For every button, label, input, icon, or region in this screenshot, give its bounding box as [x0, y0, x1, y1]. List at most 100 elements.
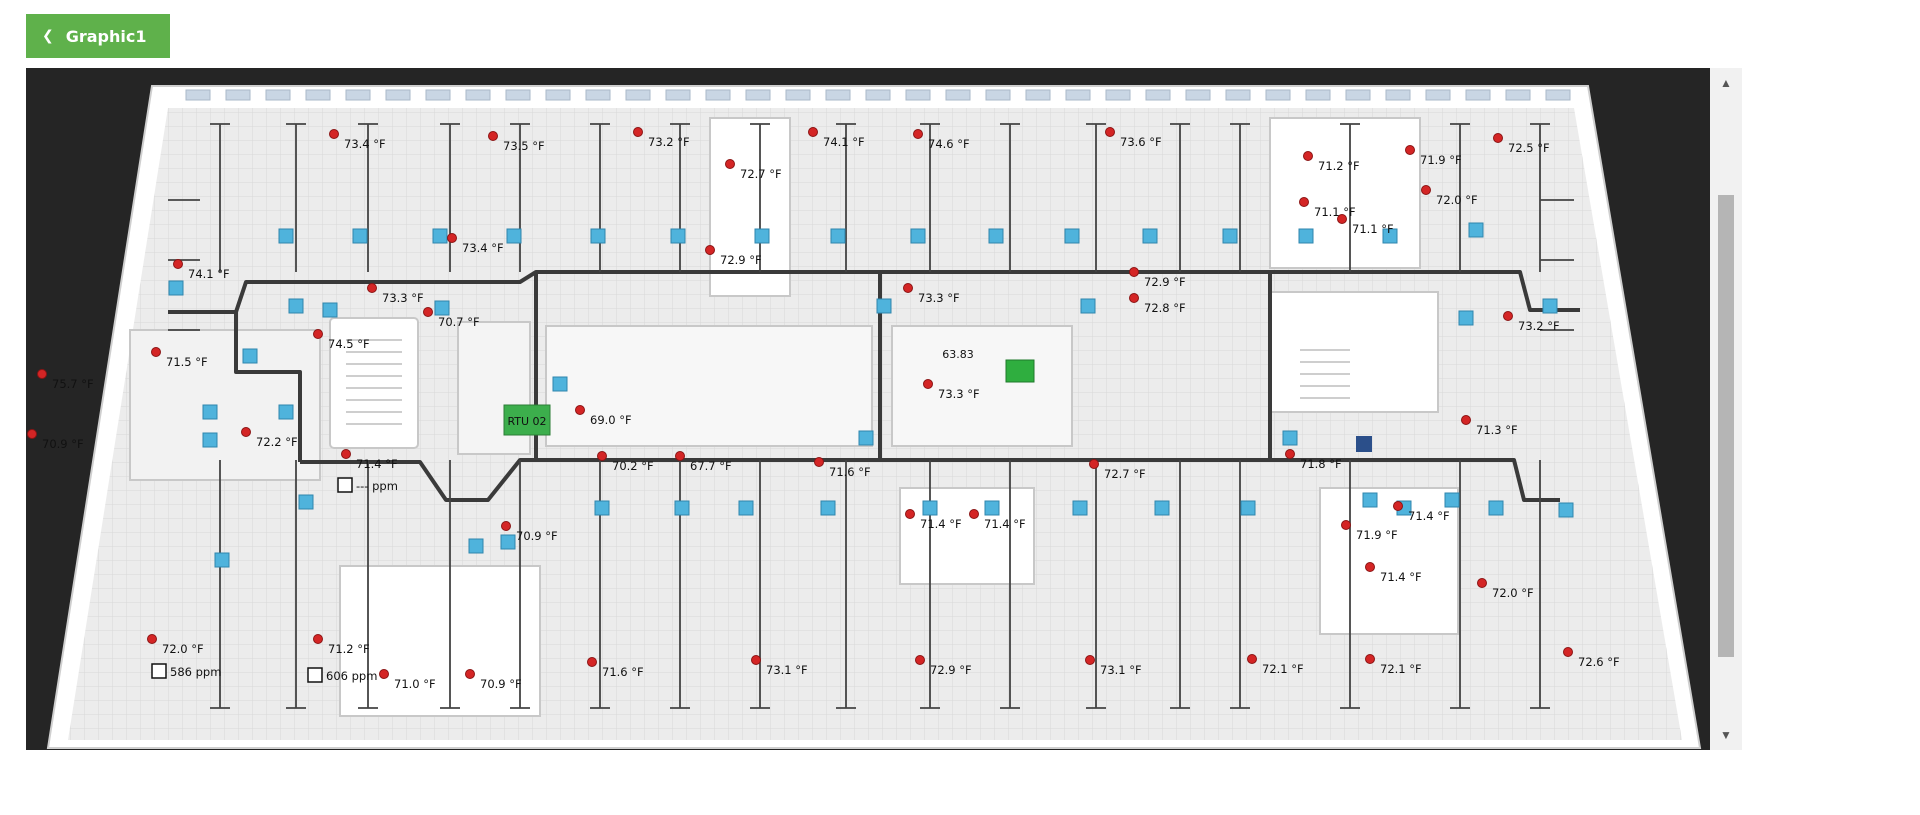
- temp-sensor-icon: [367, 283, 377, 293]
- rtu-box: [503, 404, 551, 436]
- window: [1225, 89, 1251, 101]
- temp-reading: 69.0 °F: [590, 413, 632, 427]
- temp-sensor-icon: [465, 669, 475, 679]
- room-readout: 63.83: [942, 348, 974, 361]
- temp-reading: 73.4 °F: [344, 137, 386, 151]
- temp-reading: 71.2 °F: [1318, 159, 1360, 173]
- temp-reading: 72.9 °F: [720, 253, 762, 267]
- vav-box: [298, 494, 314, 510]
- temp-sensor-icon: [173, 259, 183, 269]
- window: [665, 89, 691, 101]
- ne-room: [1269, 117, 1421, 269]
- vav-box: [988, 228, 1004, 244]
- back-button-label: Graphic1: [65, 26, 147, 46]
- temp-reading: 73.3 °F: [382, 291, 424, 305]
- vav-box: [820, 500, 836, 516]
- windows: [185, 89, 1571, 101]
- vav-box: [1468, 222, 1484, 238]
- window: [985, 89, 1011, 101]
- back-button[interactable]: ❮ Graphic1: [26, 14, 170, 58]
- vav-box: [922, 500, 938, 516]
- green-unit: [1005, 359, 1035, 383]
- temp-sensor-icon: [447, 233, 457, 243]
- scroll-down-icon[interactable]: ▼: [1720, 728, 1732, 742]
- vav-box: [876, 298, 892, 314]
- temp-sensor-icon: [751, 655, 761, 665]
- window: [425, 89, 451, 101]
- temp-reading: 73.1 °F: [1100, 663, 1142, 677]
- vav-box: [242, 348, 258, 364]
- window: [1305, 89, 1331, 101]
- temp-sensor-icon: [1461, 415, 1471, 425]
- vav-box: [288, 298, 304, 314]
- branch-ducts: [168, 123, 1574, 709]
- vertical-scrollbar[interactable]: ▲ ▼: [1710, 68, 1742, 750]
- temp-sensor-icon: [1085, 655, 1095, 665]
- temp-reading: 73.3 °F: [918, 291, 960, 305]
- window: [585, 89, 611, 101]
- temp-sensor-icon: [423, 307, 433, 317]
- window: [1385, 89, 1411, 101]
- temp-sensor-icon: [1299, 197, 1309, 207]
- vav-box: [1458, 310, 1474, 326]
- scroll-thumb[interactable]: [1718, 195, 1734, 657]
- vav-box: [434, 300, 450, 316]
- temp-reading: 75.7 °F: [52, 377, 94, 391]
- temp-reading: 72.0 °F: [1492, 586, 1534, 600]
- vav-box: [1064, 228, 1080, 244]
- temp-reading: 71.4 °F: [356, 457, 398, 471]
- temp-sensor-icon: [1303, 151, 1313, 161]
- temp-sensor-icon: [1405, 145, 1415, 155]
- scroll-up-icon[interactable]: ▲: [1720, 76, 1732, 90]
- temp-reading: 71.5 °F: [166, 355, 208, 369]
- vav-box: [910, 228, 926, 244]
- window: [185, 89, 211, 101]
- co2-reading: 586 ppm: [170, 665, 221, 679]
- temp-reading: 73.4 °F: [462, 241, 504, 255]
- temp-sensor-icon: [1365, 654, 1375, 664]
- temp-sensor-icon: [1421, 185, 1431, 195]
- window: [1265, 89, 1291, 101]
- vav-box: [830, 228, 846, 244]
- temp-sensors: [27, 127, 1573, 679]
- vav-box: [1382, 228, 1398, 244]
- window: [905, 89, 931, 101]
- temp-reading: 72.5 °F: [1508, 141, 1550, 155]
- co2-sensor-icon: [151, 663, 167, 679]
- vav-box: [202, 432, 218, 448]
- vav-box: [1154, 500, 1170, 516]
- temp-sensor-icon: [1477, 578, 1487, 588]
- temp-sensor-icon: [1563, 647, 1573, 657]
- window: [1105, 89, 1131, 101]
- stair-room-west: [329, 317, 419, 449]
- temp-reading: 70.9 °F: [480, 677, 522, 691]
- vav-box: [500, 534, 516, 550]
- temp-sensor-icon: [969, 509, 979, 519]
- window: [865, 89, 891, 101]
- temp-sensor-icon: [329, 129, 339, 139]
- window: [1065, 89, 1091, 101]
- vav-box: [1080, 298, 1096, 314]
- window: [385, 89, 411, 101]
- vav-box: [1444, 492, 1460, 508]
- window: [625, 89, 651, 101]
- window: [545, 89, 571, 101]
- rtu-label: RTU 02: [507, 415, 546, 428]
- temp-sensor-icon: [1365, 562, 1375, 572]
- window: [1345, 89, 1371, 101]
- window: [1185, 89, 1211, 101]
- temp-reading: 72.8 °F: [1144, 301, 1186, 315]
- temp-reading: 71.4 °F: [984, 517, 1026, 531]
- temp-sensor-icon: [1247, 654, 1257, 664]
- temp-reading: 73.1 °F: [766, 663, 808, 677]
- vav-box: [670, 228, 686, 244]
- window: [945, 89, 971, 101]
- temp-sensor-icon: [1341, 520, 1351, 530]
- window: [465, 89, 491, 101]
- vav-box: [1282, 430, 1298, 446]
- vav-box: [352, 228, 368, 244]
- temp-sensor-icon: [675, 451, 685, 461]
